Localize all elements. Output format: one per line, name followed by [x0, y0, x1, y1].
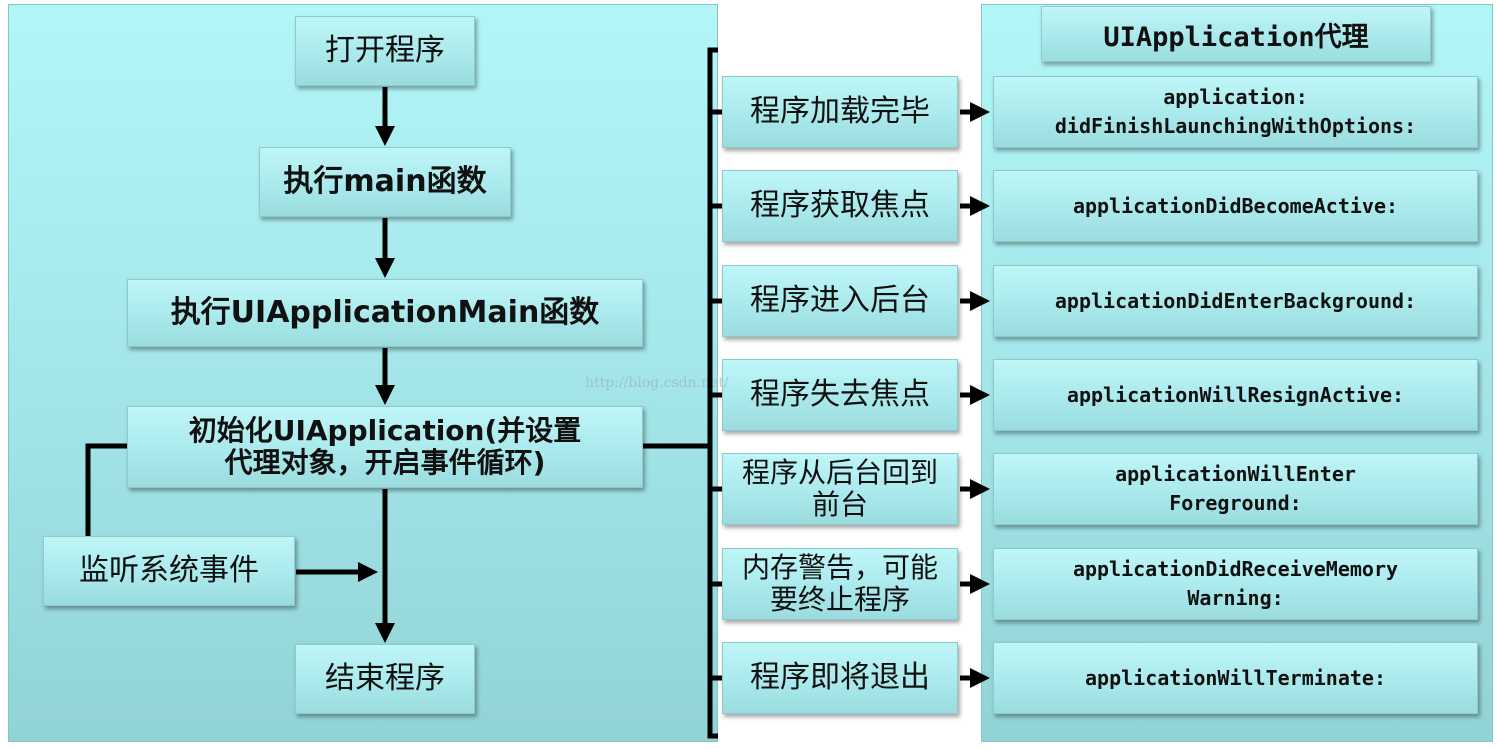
method-line1: applicationWillTerminate:	[1084, 665, 1387, 690]
app-lifecycle-panel	[8, 4, 718, 742]
delegate-title: UIApplication代理	[1041, 6, 1431, 62]
method-line1: applicationWillResignActive:	[1066, 382, 1405, 407]
step-uiapp-main-label: 执行UIApplicationMain函数	[170, 295, 600, 330]
method-line1: applicationDidBecomeActive:	[1072, 193, 1399, 218]
event-will-terminate: 程序即将退出	[722, 642, 958, 714]
step-open-program: 打开程序	[295, 16, 475, 86]
step-main-label: 执行main函数	[283, 164, 487, 199]
event-enter-background: 程序进入后台	[722, 265, 958, 337]
event-label-line2: 前台	[811, 488, 868, 521]
method-did-receive-memory-warning: applicationDidReceiveMemory Warning:	[993, 548, 1478, 620]
watermark-text: http://blog.csdn.net/	[585, 375, 729, 391]
event-label-line1: 内存警告，可能	[741, 551, 938, 584]
step-run-uiapplicationmain: 执行UIApplicationMain函数	[127, 279, 643, 347]
step-end-program: 结束程序	[295, 644, 475, 714]
step-init-line2: 代理对象，开启事件循环)	[224, 446, 546, 479]
method-line1: application:	[1163, 85, 1308, 109]
event-resign-active: 程序失去焦点	[722, 359, 958, 431]
step-listen-label: 监听系统事件	[79, 553, 259, 588]
step-listen-events: 监听系统事件	[43, 536, 295, 606]
method-will-resign-active: applicationWillResignActive:	[993, 359, 1478, 431]
method-line2: Foreground:	[1169, 491, 1302, 515]
method-did-enter-background: applicationDidEnterBackground:	[993, 265, 1478, 337]
method-line1: applicationDidReceiveMemory	[1072, 557, 1399, 581]
event-label-line1: 程序从后台回到	[741, 456, 938, 489]
delegate-title-label: UIApplication代理	[1103, 21, 1369, 53]
step-open-label: 打开程序	[325, 33, 445, 68]
event-become-active: 程序获取焦点	[722, 170, 958, 242]
method-will-terminate: applicationWillTerminate:	[993, 642, 1478, 714]
step-run-main: 执行main函数	[259, 147, 511, 217]
method-line1: applicationWillEnter	[1115, 462, 1356, 486]
method-did-finish-launching: application: didFinishLaunchingWithOptio…	[993, 76, 1478, 148]
step-init-uiapplication: 初始化UIApplication(并设置 代理对象，开启事件循环)	[127, 406, 643, 488]
event-label: 程序获取焦点	[750, 188, 930, 223]
event-finish-launching: 程序加载完毕	[722, 76, 958, 148]
method-will-enter-foreground: applicationWillEnter Foreground:	[993, 453, 1478, 525]
method-line2: Warning:	[1187, 586, 1284, 610]
method-did-become-active: applicationDidBecomeActive:	[993, 170, 1478, 242]
step-end-label: 结束程序	[325, 661, 445, 696]
method-line2: didFinishLaunchingWithOptions:	[1054, 114, 1417, 138]
event-enter-foreground: 程序从后台回到 前台	[722, 453, 958, 525]
event-label: 程序即将退出	[750, 660, 930, 695]
event-label: 程序进入后台	[750, 283, 930, 318]
step-init-line1: 初始化UIApplication(并设置	[188, 414, 582, 447]
event-label: 程序加载完毕	[750, 94, 930, 129]
event-label-line2: 要终止程序	[769, 583, 910, 616]
method-line1: applicationDidEnterBackground:	[1054, 288, 1417, 313]
event-label: 程序失去焦点	[750, 377, 930, 412]
event-memory-warning: 内存警告，可能 要终止程序	[722, 548, 958, 620]
